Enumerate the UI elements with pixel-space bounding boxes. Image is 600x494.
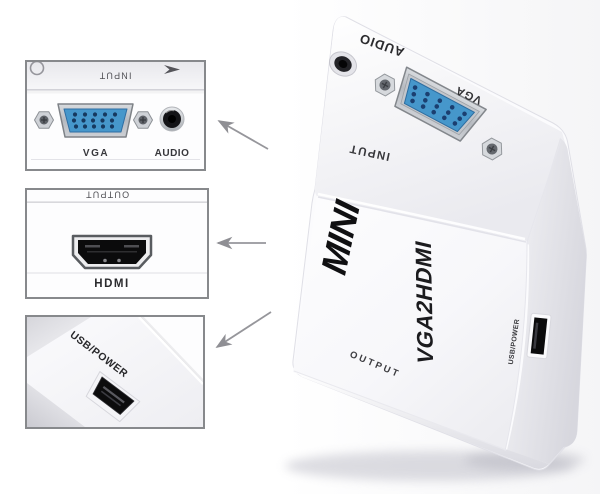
vga-pins-inset xyxy=(71,112,118,129)
arrow-glyph-icon xyxy=(164,65,180,74)
vga-port-label: VGA xyxy=(83,148,109,159)
edge-highlight xyxy=(317,192,526,241)
edge-front-bottom xyxy=(293,370,507,451)
audio-port-label: AUDIO xyxy=(155,148,190,159)
corner-shading-top xyxy=(27,317,91,357)
inset-output-panel-label: OUTPUT xyxy=(85,190,129,200)
panel-bottom-line xyxy=(27,272,207,274)
vga-blue-insert xyxy=(403,78,475,133)
device-bottom-face xyxy=(294,371,549,469)
edge-front-side xyxy=(504,241,528,452)
hdmi-port-label: HDMI xyxy=(94,278,129,290)
vga-nut-left xyxy=(374,73,396,97)
vga-port-device xyxy=(374,66,503,161)
inset-output-panel: OUTPUT HDMI xyxy=(25,188,209,299)
vga-nut-right-inset xyxy=(133,111,153,129)
callout-arrow-input xyxy=(217,120,269,150)
panel-edge-shadow xyxy=(27,90,204,94)
device-corner-surface xyxy=(27,317,203,427)
panel-edge-line xyxy=(27,89,204,91)
vga-port-inset xyxy=(34,103,153,138)
panel-edge-line xyxy=(27,201,207,203)
device-body xyxy=(292,16,587,471)
vga-pins xyxy=(410,85,467,126)
device-front-face xyxy=(293,196,527,451)
inset-input-panel-label: INPUT xyxy=(99,71,132,81)
inset-usb-power-panel: USB/POWER xyxy=(25,315,205,429)
inset-input-top-strip xyxy=(27,62,204,90)
callout-arrows xyxy=(215,120,272,348)
inset-input-panel: INPUT xyxy=(25,60,206,171)
usb-port-device xyxy=(526,312,552,360)
vga-nut-right xyxy=(481,137,503,161)
edge-top-side xyxy=(526,139,562,243)
usb-port-inset xyxy=(85,371,141,423)
device-side-face xyxy=(507,138,587,464)
audio-jack-inset xyxy=(159,106,185,132)
audio-jack-device xyxy=(329,51,357,77)
model-text: VGA2HDMI xyxy=(410,238,438,367)
vga-nut-left-inset xyxy=(34,111,54,129)
logo-circle-icon xyxy=(29,62,45,76)
corner-shading-bottom xyxy=(27,383,85,427)
callout-arrow-usb xyxy=(215,311,272,348)
panel-bottom-line xyxy=(31,159,200,160)
edge-top-front xyxy=(317,196,527,243)
device-edge-highlight xyxy=(138,317,203,385)
hdmi-port-inset xyxy=(71,234,153,270)
